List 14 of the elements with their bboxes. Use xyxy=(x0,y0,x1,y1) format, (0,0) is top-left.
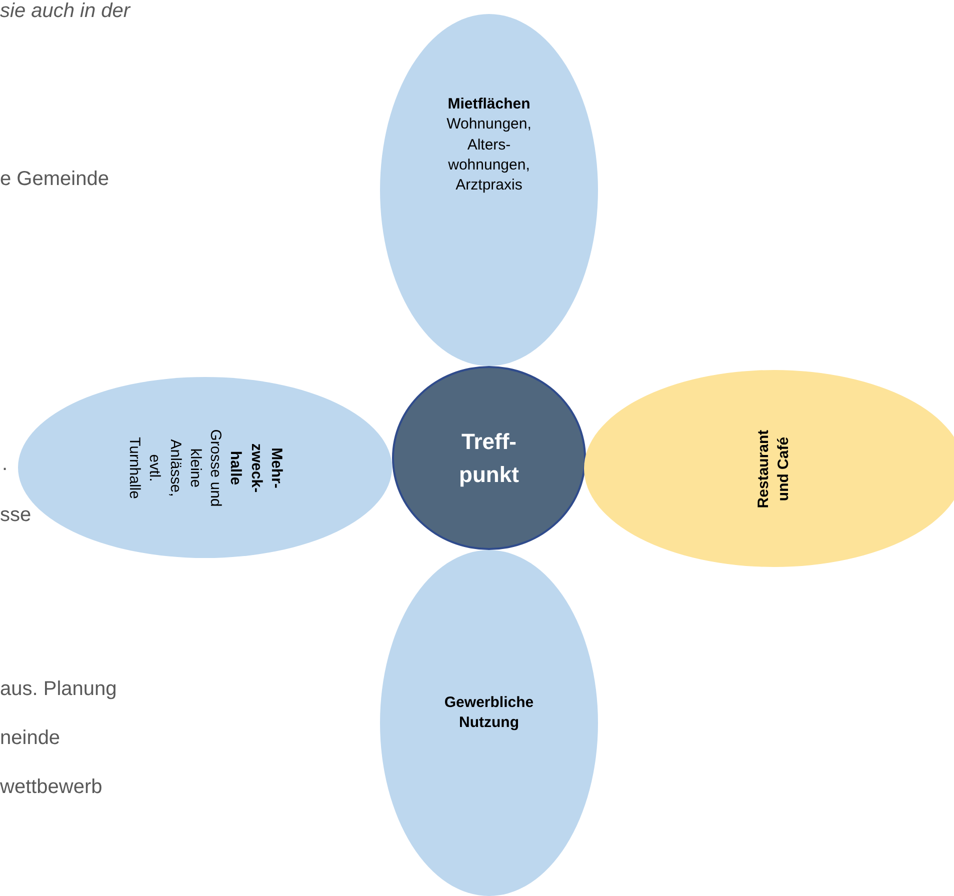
text-fragment: neinde xyxy=(0,727,60,750)
text-fragment: e Gemeinde xyxy=(0,168,109,191)
petal-label: Restaurant und Café xyxy=(754,428,793,510)
text-fragment: sse xyxy=(0,504,32,527)
petal-heading: Mehr- zweck- halle xyxy=(226,442,286,494)
text-fragment: . xyxy=(2,453,8,476)
text-fragment: wettbewerb xyxy=(0,776,102,799)
petal-description: Wohnungen, Alters- wohnungen, Arztpraxis xyxy=(446,114,532,196)
text-fragment: aus. Planung xyxy=(0,678,117,701)
petal-label: Gewerbliche Nutzung xyxy=(443,692,535,733)
hub-label: Treff- punkt xyxy=(458,428,520,489)
text-fragment: sie auch in der xyxy=(0,0,130,23)
petal-description: Grosse und kleine Anlässe, evtl. Turnhalle xyxy=(125,428,226,506)
petal-heading: Mietflächen xyxy=(448,94,530,114)
